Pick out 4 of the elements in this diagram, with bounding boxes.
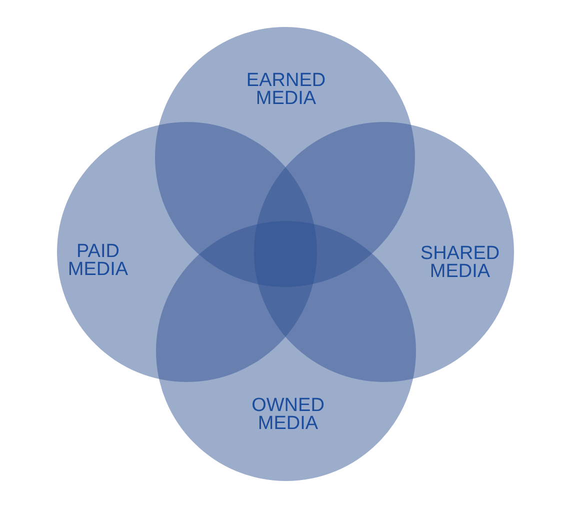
circle-label: SHARED MEDIA: [420, 245, 500, 281]
circle-label: EARNED MEDIA: [246, 72, 326, 108]
circle-label: OWNED MEDIA: [252, 397, 324, 433]
circle-label: PAID MEDIA: [68, 243, 128, 279]
